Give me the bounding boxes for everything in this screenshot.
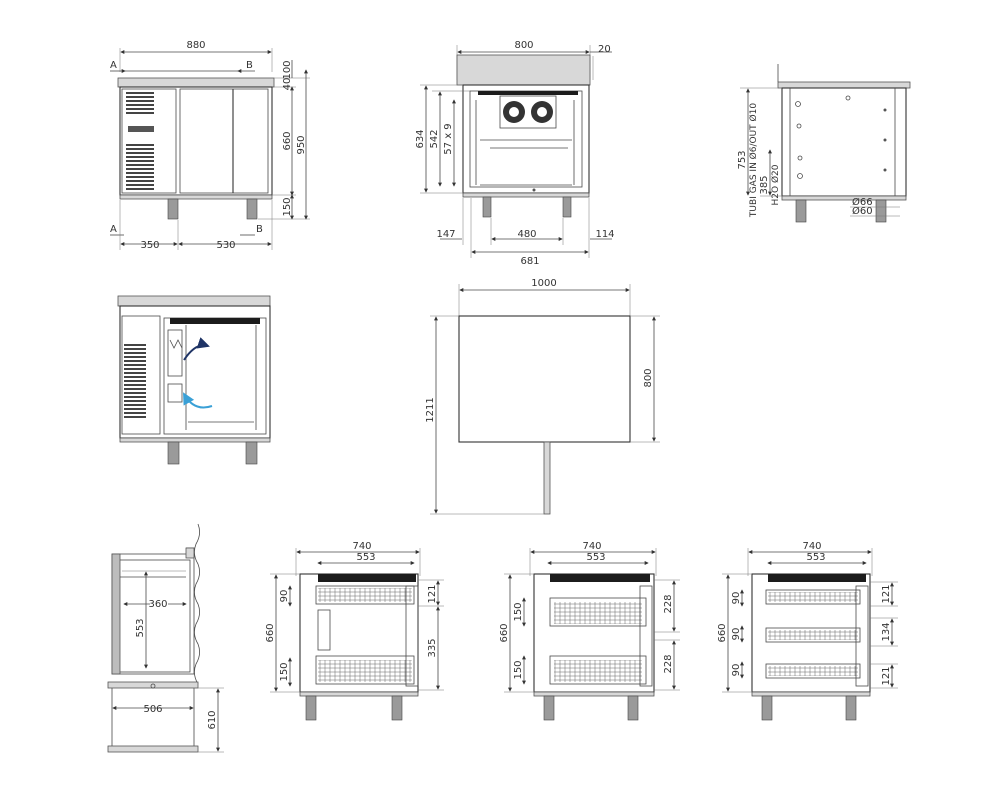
dim-57x9: 57 x 9: [443, 123, 454, 154]
dim-660-c: 660: [717, 623, 728, 642]
dim-660: 660: [282, 131, 293, 150]
dim-800-fp: 800: [643, 368, 654, 387]
dim-d60: Ø60: [852, 205, 873, 217]
dim-660-b: 660: [499, 623, 510, 642]
dim-740-c: 740: [802, 541, 821, 552]
side-view: 753 TUBI GAS IN Ø6/OUT Ø10 385 H2O Ø20 Ø…: [737, 64, 911, 223]
dim-20: 20: [598, 44, 611, 55]
dim-553-detail: 553: [135, 618, 146, 637]
drawer-config-a: 740 553 660 90 150 121 335: [265, 541, 444, 721]
dim-506: 506: [143, 704, 162, 715]
section-view: 800 20 634 542 57 x 9: [415, 40, 615, 267]
dim-d66: Ø66: [852, 196, 873, 208]
dim-1000: 1000: [531, 278, 556, 289]
dim-681: 681: [520, 256, 539, 267]
label-gas-pipes: TUBI GAS IN Ø6/OUT Ø10: [748, 103, 759, 218]
dim-90-a: 90: [279, 590, 290, 603]
dim-542: 542: [429, 129, 440, 148]
dim-800: 800: [514, 40, 533, 51]
dim-150-b2: 150: [513, 660, 524, 679]
footprint-view: 1000 800 1211: [425, 278, 660, 515]
dim-350: 350: [140, 240, 159, 251]
dim-553-b: 553: [586, 552, 605, 563]
dim-480: 480: [517, 229, 536, 240]
dim-150-a: 150: [279, 662, 290, 681]
dim-90-c2: 90: [731, 628, 742, 641]
dim-335-a: 335: [427, 638, 438, 657]
dim-753: 753: [737, 150, 748, 169]
dim-880: 880: [186, 40, 205, 51]
dim-740-b: 740: [582, 541, 601, 552]
dim-530: 530: [216, 240, 235, 251]
dim-553-a: 553: [356, 552, 375, 563]
section-a-bottom: A: [110, 224, 117, 235]
dim-1211: 1211: [425, 397, 436, 422]
interior-view: [117, 295, 271, 465]
dim-385: 385: [759, 175, 770, 194]
dim-150: 150: [282, 197, 293, 216]
dim-228-b2: 228: [663, 654, 674, 673]
drawer-config-c: 740 553 660 90 90 90 121 134: [717, 541, 898, 721]
dim-660-a: 660: [265, 623, 276, 642]
detail-view: 360 553 506 610: [107, 523, 224, 753]
dim-634: 634: [415, 129, 426, 148]
dim-121-c1: 121: [881, 584, 892, 603]
dim-121-a: 121: [427, 584, 438, 603]
front-view: 880 A B 40 100 660 950: [110, 40, 310, 251]
dim-610: 610: [207, 710, 218, 729]
dim-950: 950: [296, 135, 307, 154]
dim-90-c1: 90: [731, 592, 742, 605]
dim-40: 40: [282, 78, 293, 91]
section-b-bottom: B: [256, 224, 263, 235]
label-h2o: H2O Ø20: [770, 164, 781, 205]
dim-134-c: 134: [881, 622, 892, 641]
dim-360: 360: [148, 599, 167, 610]
dim-90-c3: 90: [731, 664, 742, 677]
dim-553-c: 553: [806, 552, 825, 563]
section-a-top: A: [110, 60, 117, 71]
dim-150-b1: 150: [513, 602, 524, 621]
dim-228-b1: 228: [663, 594, 674, 613]
dim-740-a: 740: [352, 541, 371, 552]
dim-100: 100: [282, 60, 293, 79]
dim-147: 147: [436, 229, 455, 240]
section-b-top: B: [246, 60, 253, 71]
dim-114: 114: [595, 229, 614, 240]
dim-121-c2: 121: [881, 666, 892, 685]
drawer-config-b: 740 553 660 150 150 228 228: [499, 541, 680, 721]
